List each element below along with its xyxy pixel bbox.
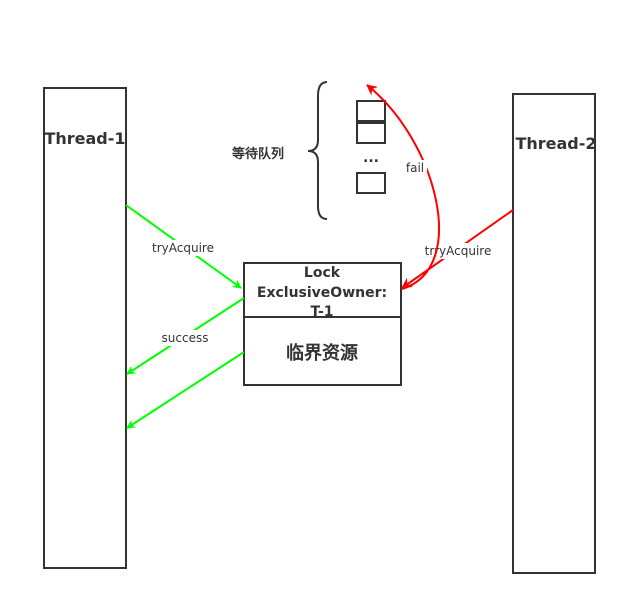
edge-t1-try-label-bg (149, 240, 217, 256)
resource-label: 临界资源 (286, 342, 358, 364)
edge-t1-try-label: tryAcquire (152, 241, 214, 255)
queue-brace (307, 81, 328, 220)
thread-1-box (43, 87, 127, 569)
edge-t2-try-label-bg (422, 243, 494, 259)
thread-2-box (512, 93, 596, 574)
queue-slot-2 (356, 122, 386, 144)
queue-label: 等待队列 (231, 146, 284, 162)
lock-owner-label: ExclusiveOwner: (257, 285, 387, 301)
edge-success-label: success (162, 331, 209, 345)
edge-fail-label-bg (403, 160, 427, 176)
thread-1-label: Thread-1 (44, 129, 125, 148)
resource-box (243, 316, 402, 386)
edge-success-label-bg (160, 330, 210, 346)
edge-fail (366, 84, 440, 290)
queue-ellipsis: ... (363, 150, 379, 166)
edge-t2-try-label: trryAcquire (425, 244, 492, 258)
lock-box (243, 262, 402, 318)
queue-slot-1 (356, 100, 386, 122)
edge-resource-return (126, 351, 245, 429)
queue-slot-3 (356, 172, 386, 194)
lock-title: Lock (304, 265, 341, 281)
thread-2-label: Thread-2 (515, 134, 596, 153)
edge-fail-label: fail (406, 161, 424, 175)
